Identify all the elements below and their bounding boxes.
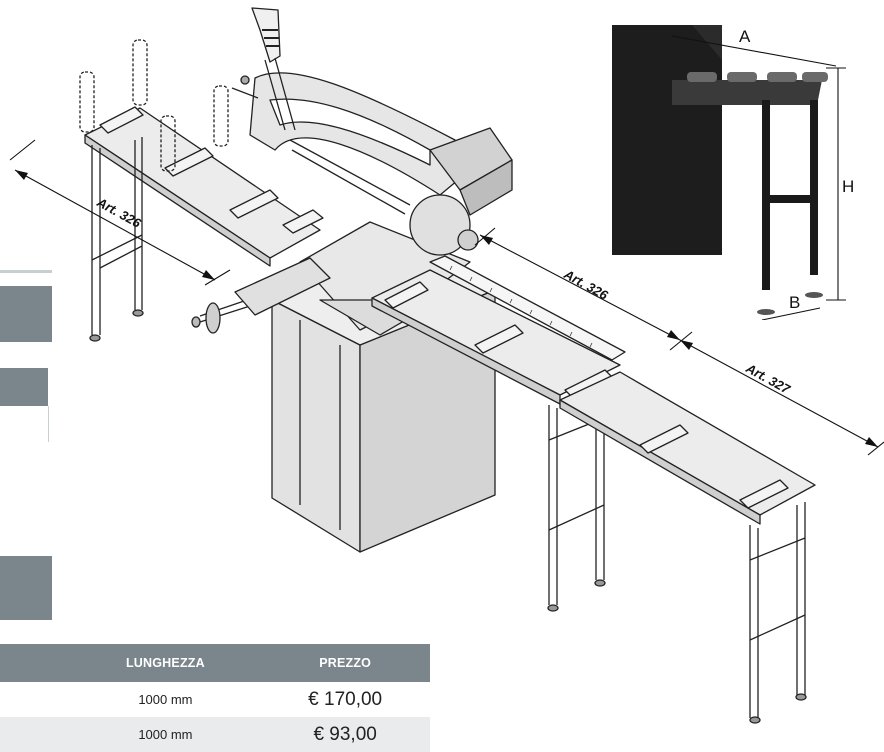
table-row: 1000 mm € 93,00 <box>0 717 430 752</box>
length-cell: 1000 mm <box>70 717 261 752</box>
length-cell: 1000 mm <box>70 682 261 717</box>
table-row: 1000 mm € 170,00 <box>0 682 430 717</box>
dimension-label-art-326-left: Art. 326 <box>94 194 145 231</box>
inset-label-b: B <box>789 293 800 312</box>
column-header-blank <box>0 644 71 682</box>
column-header-length: LUNGHEZZA <box>70 644 261 682</box>
inset-label-h: H <box>842 177 854 196</box>
side-tab-block <box>0 556 52 620</box>
divider-line <box>48 406 49 442</box>
table-header-row: LUNGHEZZA PREZZO <box>0 644 430 682</box>
price-table: LUNGHEZZA PREZZO 1000 mm € 170,00 1000 m… <box>0 644 430 752</box>
inset-label-a: A <box>739 27 751 46</box>
divider-line <box>0 270 52 273</box>
bandsaw-roller-table-drawing: Art. 326 Art. 326 Art. 327 <box>9 7 884 724</box>
price-cell: € 93,00 <box>260 717 430 752</box>
roller-stand-inset-photo: A H B <box>612 25 854 320</box>
side-tab-block <box>0 286 52 342</box>
table-cell-blank <box>0 717 71 752</box>
dimension-label-art-326-right: Art. 326 <box>561 266 612 303</box>
side-tab-block <box>0 368 48 406</box>
column-header-price: PREZZO <box>260 644 430 682</box>
table-cell-blank <box>0 682 71 717</box>
price-cell: € 170,00 <box>260 682 430 717</box>
